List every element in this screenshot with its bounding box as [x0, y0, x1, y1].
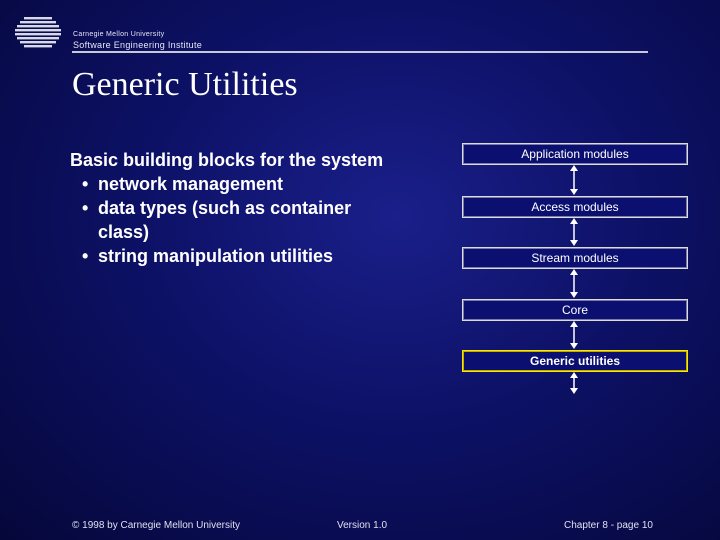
header-rule	[72, 51, 648, 53]
bullet-item: • data types (such as container class)	[78, 196, 450, 244]
bullet-list: • network management • data types (such as…	[70, 172, 450, 268]
bullet-continuation: class)	[98, 222, 150, 242]
footer-page-number: Chapter 8 - page 10	[564, 520, 653, 531]
layer-core: Core	[462, 299, 688, 321]
bullet-text: data types (such as container	[98, 198, 352, 218]
layer-stream-modules: Stream modules	[462, 247, 688, 269]
double-arrow-icon	[570, 269, 578, 298]
bullet-item: • network management	[78, 172, 450, 196]
bullet-item: • string manipulation utilities	[78, 244, 450, 268]
double-arrow-icon	[570, 372, 578, 394]
layer-access-modules: Access modules	[462, 196, 688, 218]
bullet-dot-icon: •	[82, 246, 89, 266]
footer-version: Version 1.0	[337, 520, 388, 531]
organization-name: Carnegie Mellon University	[73, 31, 165, 38]
institute-name: Software Engineering Institute	[73, 40, 203, 50]
bullet-dot-icon: •	[82, 174, 89, 194]
bullet-text: string manipulation utilities	[98, 246, 334, 266]
slide-body: Basic building blocks for the system • ne…	[70, 148, 450, 268]
bullet-text: network management	[98, 174, 284, 194]
double-arrow-icon	[570, 218, 578, 246]
layer-application-modules: Application modules	[462, 143, 688, 165]
sei-logo-icon	[15, 17, 61, 48]
double-arrow-icon	[570, 165, 578, 195]
layer-generic-utilities: Generic utilities	[462, 350, 688, 372]
double-arrow-icon	[570, 321, 578, 349]
intro-text: Basic building blocks for the system	[70, 150, 384, 170]
footer-copyright: © 1998 by Carnegie Mellon University	[72, 520, 241, 531]
bullet-dot-icon: •	[82, 198, 89, 218]
slide-title: Generic Utilities	[72, 66, 298, 103]
